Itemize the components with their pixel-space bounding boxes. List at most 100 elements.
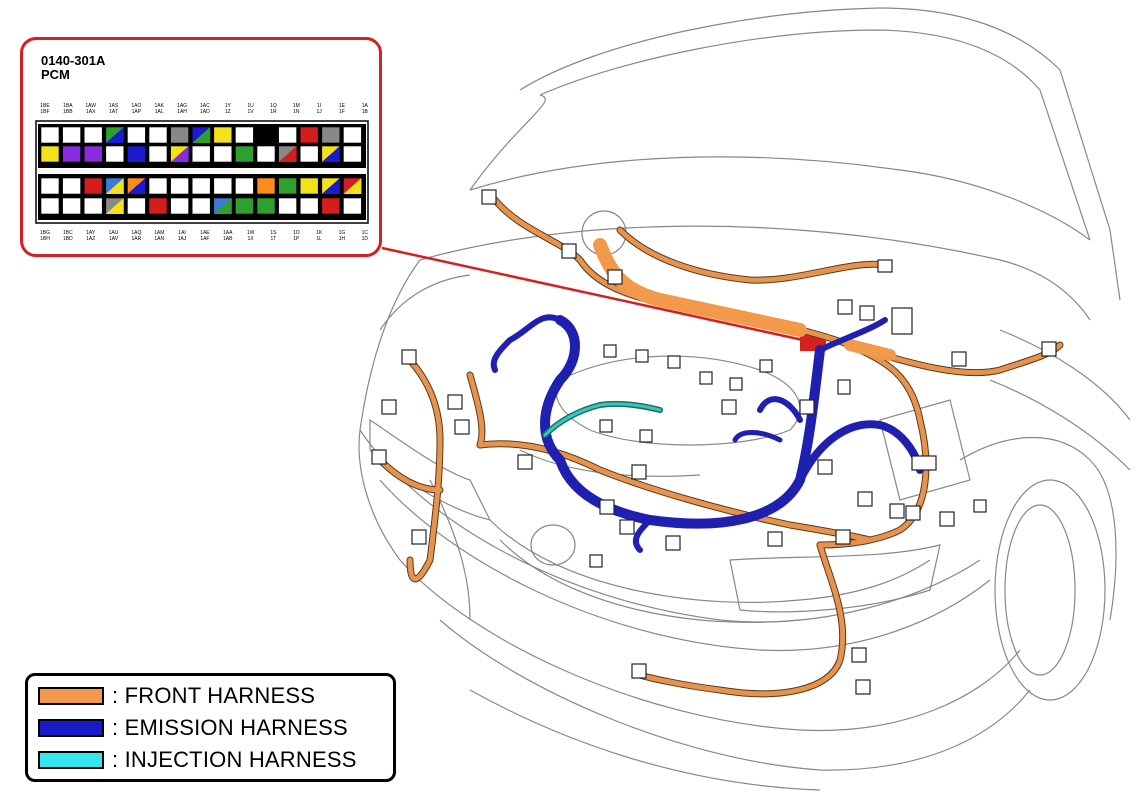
injection-harness-swatch [38, 751, 104, 769]
terminal-stripe [192, 127, 211, 143]
terminal-cell [256, 197, 276, 215]
terminal-cell [148, 126, 168, 144]
terminal-cell [213, 177, 233, 195]
terminal-cell [127, 126, 146, 144]
legend-item-front: : FRONT HARNESS [38, 683, 316, 708]
terminal-cell [83, 177, 103, 195]
terminal-stripe [170, 146, 189, 162]
terminal-cell [148, 145, 168, 163]
terminal-cell [256, 145, 276, 163]
connector-name: PCM [41, 67, 70, 82]
terminal-cell [62, 197, 81, 215]
terminal-stripe [343, 178, 362, 194]
terminal-cell [148, 177, 168, 195]
terminal-cell [235, 197, 254, 215]
terminal-cell [83, 197, 103, 215]
legend-label-emission: : EMISSION HARNESS [112, 715, 348, 740]
legend-label-front: : FRONT HARNESS [112, 683, 316, 708]
terminal-cell [40, 126, 60, 144]
terminal-cell [321, 197, 341, 215]
terminal-cell [191, 197, 211, 215]
terminal-cell [40, 197, 60, 215]
terminal-cell [343, 197, 362, 215]
terminal-cell [191, 177, 211, 195]
terminal-stripe [105, 178, 124, 194]
terminal-stripe [321, 178, 340, 194]
legend-label-injection: : INJECTION HARNESS [112, 747, 357, 772]
emission-harness [490, 314, 924, 553]
terminal-cell [278, 197, 297, 215]
terminal-stripe [213, 198, 232, 214]
terminal-cell [62, 145, 81, 163]
terminal-cell [148, 197, 168, 215]
terminal-cell [343, 145, 362, 163]
terminal-cell [83, 126, 103, 144]
terminal-cell [278, 126, 297, 144]
terminal-cell [278, 177, 297, 195]
terminal-cell [235, 126, 254, 144]
terminal-cell [170, 197, 189, 215]
emission-harness-swatch [38, 719, 104, 737]
front-harness-swatch [38, 687, 104, 705]
connector-face [35, 120, 369, 224]
injection-harness [542, 400, 663, 438]
terminal-cell [83, 145, 103, 163]
terminal-cell [191, 145, 211, 163]
connector-code: 0140-301A [41, 53, 106, 68]
terminal-cell [170, 126, 189, 144]
terminal-cell [40, 177, 60, 195]
terminal-cell [62, 177, 81, 195]
vehicle-outline [358, 7, 1131, 791]
terminal-cell [235, 145, 254, 163]
terminal-cell [62, 126, 81, 144]
terminal-cell [299, 126, 319, 144]
terminal-stripe [105, 127, 124, 143]
legend-item-injection: : INJECTION HARNESS [38, 747, 357, 772]
terminal-cell [256, 126, 276, 144]
legend-item-emission: : EMISSION HARNESS [38, 715, 348, 740]
connector-blocks [371, 189, 1057, 695]
terminal-cell [299, 177, 319, 195]
terminal-cell [40, 145, 60, 163]
terminal-cell [256, 177, 276, 195]
terminal-cell [343, 126, 362, 144]
terminal-cell [299, 145, 319, 163]
terminal-cell [105, 145, 125, 163]
terminal-cell [299, 197, 319, 215]
terminal-cell [213, 145, 233, 163]
terminal-stripe [105, 198, 124, 214]
terminal-cell [127, 197, 146, 215]
terminal-cell [235, 177, 254, 195]
callout-pointer-line [381, 246, 813, 344]
